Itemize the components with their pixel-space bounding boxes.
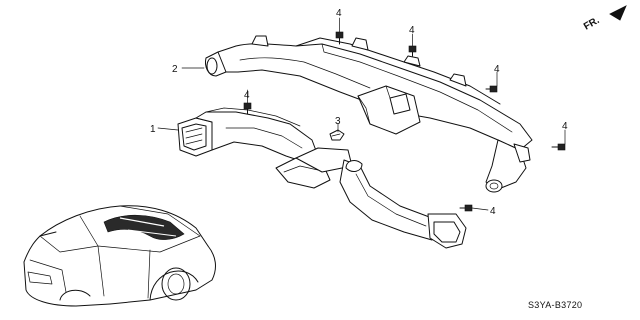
- callout-4: 4: [244, 90, 250, 101]
- callout-4: 4: [494, 64, 500, 75]
- vehicle-location-inset: [23, 205, 216, 307]
- bolt-icon: [243, 102, 252, 115]
- front-arrow-icon: [609, 5, 627, 21]
- callout-4: 4: [490, 206, 496, 217]
- callout-3: 3: [335, 116, 341, 127]
- callout-4: 4: [562, 121, 568, 132]
- callout-1: 1: [150, 124, 156, 135]
- lower-duct: [177, 107, 467, 249]
- clip-part: [329, 129, 345, 141]
- bolt-icon: [551, 143, 566, 151]
- bolt-icon: [485, 85, 498, 93]
- callout-2: 2: [172, 64, 178, 75]
- bolt-icon: [408, 45, 417, 57]
- diagram-part-code: S3YA-B3720: [528, 300, 582, 310]
- callout-4: 4: [409, 25, 415, 36]
- bolt-icon: [459, 204, 473, 212]
- upper-duct: [205, 35, 533, 193]
- callout-4: 4: [336, 8, 342, 19]
- front-direction-indicator: FR.: [582, 5, 627, 33]
- front-label: FR.: [582, 15, 602, 33]
- leader-lines: [157, 17, 566, 211]
